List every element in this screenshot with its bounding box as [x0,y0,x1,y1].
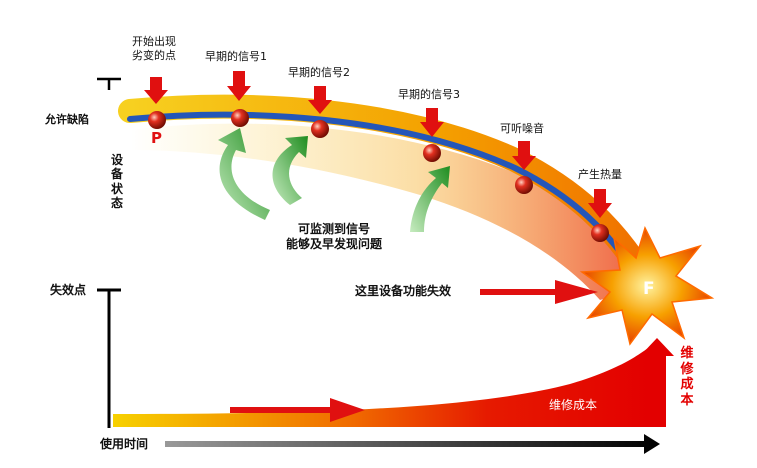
arrow-marker-1 [227,71,251,101]
failure-arrow [480,280,598,304]
point-ball-2 [311,120,329,138]
label-allowed-defect: 允许缺陷 [45,113,89,126]
monitor-green-arrow-3 [410,166,450,232]
label-cost-curve: 维修成本 [549,398,598,412]
label-failure-point: 失效点 [50,283,87,297]
marker-p: P [151,129,162,147]
monitor-note: 可监测到信号 能够及早发现问题 [286,222,382,252]
label-audible-noise: 可听噪音 [500,122,544,135]
point-ball-4 [515,176,533,194]
marker-f: F [643,279,655,299]
label-failure-here: 这里设备功能失效 [355,284,452,298]
label-time-axis: 使用时间 [100,437,149,451]
label-early-signal-2: 早期的信号2 [288,66,350,79]
label-p-point: 开始出现 劣变的点 [132,35,176,63]
monitor-note-line1: 可监测到信号 [298,222,371,236]
label-cost-vertical: 维修成本 [680,346,694,408]
curve-glow [130,123,650,300]
cost-trend-arrow [230,398,365,422]
label-early-signal-1: 早期的信号1 [205,50,267,63]
arrow-marker-3 [420,108,444,137]
point-ball-3 [423,144,441,162]
label-p-line2: 劣变的点 [132,48,176,62]
arrow-marker-5 [588,189,612,218]
degradation-band [118,94,657,290]
point-ball-p [148,111,166,129]
label-early-signal-3: 早期的信号3 [398,88,460,101]
point-ball-5 [591,224,609,242]
cost-area [113,348,648,427]
label-device-state: 设备状态 [110,153,123,211]
label-p-line1: 开始出现 [132,35,176,48]
point-ball-1 [231,109,249,127]
label-heat: 产生热量 [578,168,622,181]
monitor-green-arrow-2 [272,136,308,205]
arrow-marker-2 [308,86,332,114]
cost-rise-arrow [640,338,674,427]
failure-burst [579,225,715,346]
monitor-green-arrow-1 [218,128,270,220]
time-axis-arrow [165,434,660,454]
marker-arrows [144,71,612,218]
arrow-marker-p [144,77,168,104]
monitor-note-line2: 能够及早发现问题 [286,237,383,251]
arrow-marker-4 [512,141,536,170]
